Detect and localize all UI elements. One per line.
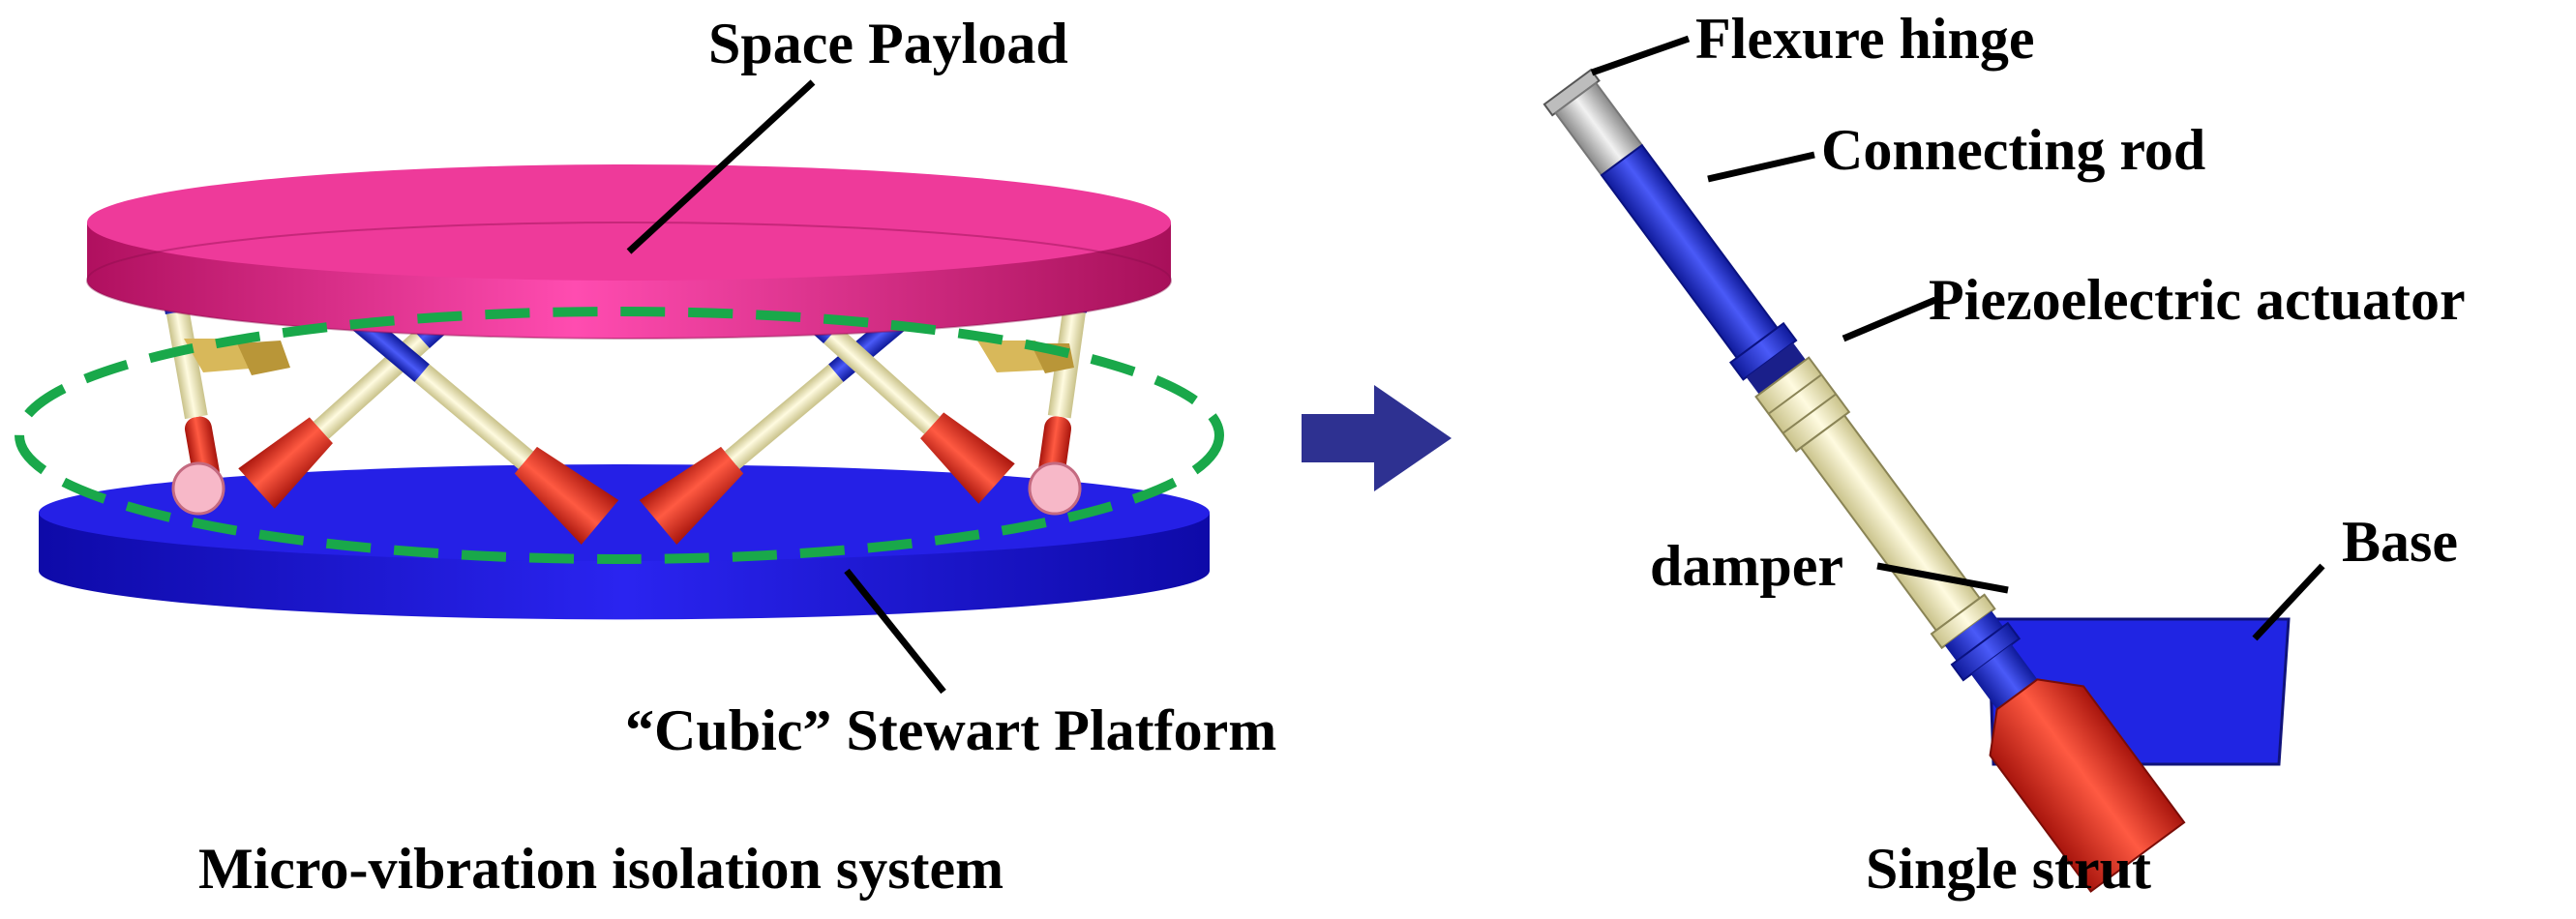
leader-piezo-actuator	[1842, 296, 1937, 342]
leader-flexure-hinge	[1590, 35, 1691, 76]
ball-joint-right	[1028, 461, 1082, 516]
leader-damper	[1876, 562, 2009, 594]
stewart-platform-assembly	[15, 79, 1224, 695]
label-cubic-stewart-platform: “Cubic” Stewart Platform	[625, 698, 1277, 762]
single-strut-assembly	[1543, 35, 2325, 893]
leader-connecting-rod	[1707, 151, 1815, 183]
leader-cubic-stewart	[844, 568, 946, 695]
ball-joint-left	[171, 461, 225, 516]
label-flexure-hinge: Flexure hinge	[1695, 7, 2035, 71]
stewart-highlight-ellipse	[15, 307, 1224, 564]
connecting-rod	[1600, 143, 1806, 395]
damper	[1989, 678, 2186, 893]
bracket-2	[237, 341, 290, 375]
label-damper: damper	[1650, 534, 1843, 598]
label-base: Base	[2342, 510, 2458, 574]
label-connecting-rod: Connecting rod	[1821, 118, 2206, 182]
caption-right: Single strut	[1866, 837, 2152, 901]
caption-left: Micro-vibration isolation system	[198, 837, 1004, 901]
label-space-payload: Space Payload	[708, 12, 1068, 75]
right-arrow-icon	[1302, 385, 1452, 491]
space-payload-disc	[86, 164, 1172, 340]
leader-base	[2252, 563, 2325, 641]
label-piezoelectric-actuator: Piezoelectric actuator	[1929, 268, 2466, 332]
leader-space-payload	[626, 79, 816, 254]
